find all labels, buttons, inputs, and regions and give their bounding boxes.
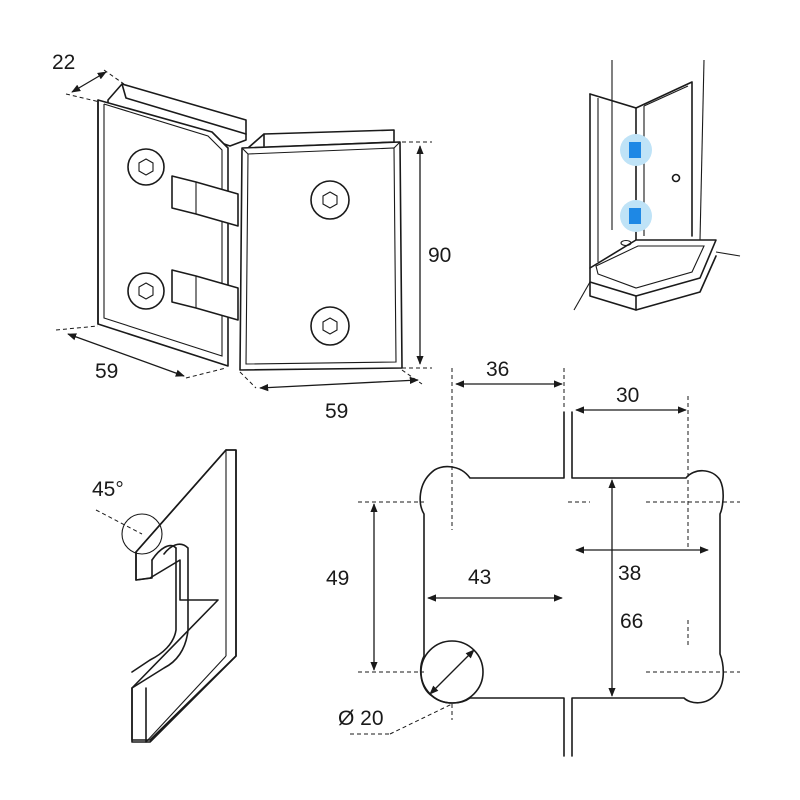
drain-icon: [620, 239, 632, 247]
left-height-label: 49: [326, 567, 349, 590]
mid-width-right-label: 38: [618, 562, 641, 585]
hole-diameter-label: Ø 20: [338, 707, 384, 730]
angle-label: 45°: [92, 478, 124, 501]
screw-icon: [127, 272, 165, 310]
glass-edge-angle-detail: 45°: [92, 449, 237, 743]
hinge-highlight-icon: [620, 200, 652, 232]
depth-label: 22: [52, 51, 75, 74]
width-left-label: 59: [95, 360, 118, 383]
hinge-isometric-view: 22 90 59 59: [52, 51, 451, 423]
shower-enclosure-illustration: [573, 59, 741, 311]
hinge-highlight-icon: [620, 134, 652, 166]
height-label: 90: [428, 244, 451, 267]
screw-icon: [310, 306, 350, 346]
mid-width-left-label: 43: [468, 566, 491, 589]
door-handle-icon: [671, 173, 681, 183]
top-right-width-label: 30: [616, 384, 639, 407]
right-height-label: 66: [620, 610, 643, 633]
width-right-label: 59: [325, 400, 348, 423]
screw-icon: [127, 148, 165, 186]
screw-icon: [310, 180, 350, 220]
glass-cutout-profile: 36 30 49 43 38 66 Ø 20: [326, 358, 740, 757]
top-left-width-label: 36: [486, 358, 509, 381]
